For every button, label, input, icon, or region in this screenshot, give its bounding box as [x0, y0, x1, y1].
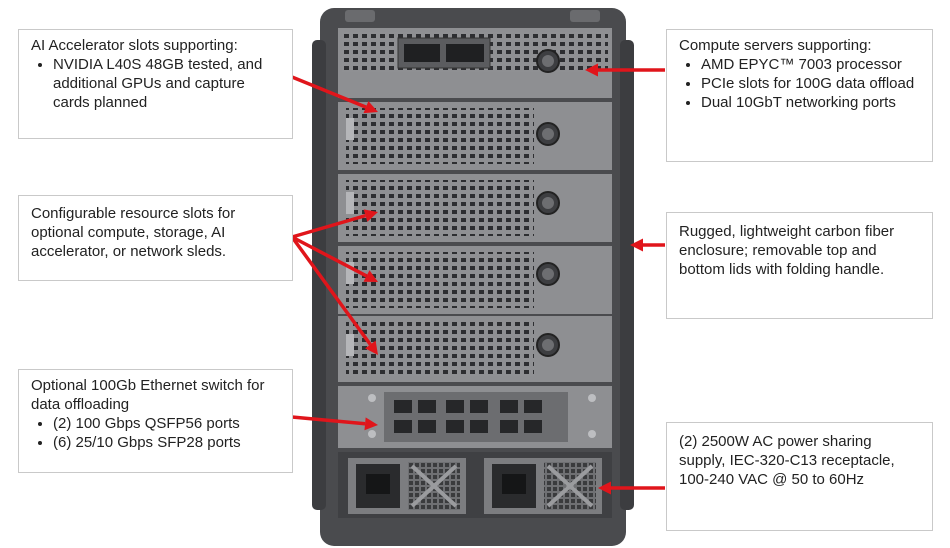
callout-switch-text: Optional 100Gb Ethernet switch for data … — [31, 377, 265, 413]
sled-3 — [338, 246, 612, 314]
arrow-config-3-head — [365, 340, 378, 355]
callout-ethernet-switch: Optional 100Gb Ethernet switch for data … — [18, 369, 293, 473]
arrow-config-1-head — [363, 209, 378, 222]
callout-compute-bullet: PCIe slots for 100G data offload — [701, 74, 922, 93]
sled-4 — [338, 316, 612, 382]
callout-compute-text: Compute servers supporting: — [679, 37, 872, 54]
power-supply-bay — [338, 452, 612, 518]
ethernet-switch-sled — [338, 386, 612, 448]
sled-2 — [338, 174, 612, 242]
callout-ai-accelerator-bullet: NVIDIA L40S 48GB tested, and additional … — [53, 55, 282, 112]
callout-ai-accelerator-text: AI Accelerator slots supporting: — [31, 37, 238, 54]
callout-compute-bullet: AMD EPYC™ 7003 processor — [701, 55, 922, 74]
arrow-enclosure-head — [630, 238, 643, 252]
callout-configurable-slots: Configurable resource slots for optional… — [18, 195, 293, 281]
compute-sled — [338, 28, 612, 98]
arrow-ai-accelerator-head — [363, 101, 378, 114]
callout-power-text: (2) 2500W AC power sharing supply, IEC-3… — [679, 433, 895, 488]
callout-power-supply: (2) 2500W AC power sharing supply, IEC-3… — [666, 422, 933, 531]
arrow-config-3-shaft — [290, 235, 372, 346]
arrow-ai-accelerator-shaft — [291, 75, 367, 109]
arrow-switch-head — [364, 417, 378, 431]
arrow-config-2-head — [363, 270, 378, 282]
arrow-power-head — [598, 481, 611, 495]
arrow-switch-shaft — [291, 415, 366, 426]
arrow-config-2-shaft — [291, 235, 368, 278]
callout-compute-bullet: Dual 10GbT networking ports — [701, 93, 922, 112]
callout-enclosure: Rugged, lightweight carbon fiber enclosu… — [666, 212, 933, 319]
callout-enclosure-text: Rugged, lightweight carbon fiber enclosu… — [679, 223, 895, 278]
sled-1 — [338, 102, 612, 170]
callout-ai-accelerator: AI Accelerator slots supporting: NVIDIA … — [18, 29, 293, 139]
arrow-compute-head — [585, 63, 598, 77]
callout-switch-bullet: (6) 25/10 Gbps SFP28 ports — [53, 433, 282, 452]
arrow-config-1-shaft — [291, 213, 367, 239]
callout-arrows — [290, 63, 665, 495]
callout-configurable-text: Configurable resource slots for optional… — [31, 205, 236, 260]
callout-compute-servers: Compute servers supporting: AMD EPYC™ 70… — [666, 29, 933, 162]
callout-switch-bullet: (2) 100 Gbps QSFP56 ports — [53, 414, 282, 433]
